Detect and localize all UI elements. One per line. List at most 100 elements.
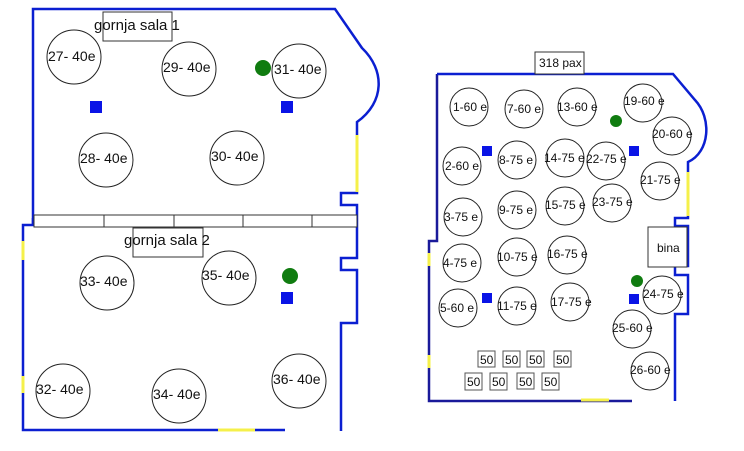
table-16[interactable]: 16-75 e — [547, 235, 588, 275]
svg-text:4-75 e: 4-75 e — [443, 256, 477, 270]
table-17[interactable]: 17-75 e — [550, 282, 592, 322]
svg-text:29- 40e: 29- 40e — [163, 59, 211, 75]
svg-text:50: 50 — [519, 375, 533, 389]
table-4[interactable]: 4-75 e — [442, 243, 482, 283]
svg-text:15-75 e: 15-75 e — [545, 198, 586, 212]
svg-text:13-60 e: 13-60 e — [557, 100, 598, 114]
svg-text:318 pax: 318 pax — [539, 56, 582, 70]
table-11[interactable]: 11-75 e — [497, 286, 537, 326]
wall-upper-1 — [31, 7, 380, 226]
stage: bina — [647, 226, 688, 268]
svg-text:50: 50 — [556, 353, 570, 367]
table-7[interactable]: 7-60 e — [504, 89, 544, 129]
table-35[interactable]: 35- 40e — [201, 250, 257, 306]
plant-icon — [282, 268, 298, 284]
small-table[interactable]: 50 — [526, 350, 545, 368]
plant-icon — [631, 275, 643, 287]
svg-text:50: 50 — [467, 375, 481, 389]
upper-halls: gornja sala 1 gornja sala 2 27- 40e 29- … — [21, 7, 380, 432]
table-8[interactable]: 8-75 e — [497, 140, 537, 180]
table-21[interactable]: 21-75 e — [640, 161, 681, 201]
small-table[interactable]: 50 — [541, 372, 560, 391]
svg-text:11-75 e: 11-75 e — [497, 299, 537, 313]
table-9[interactable]: 9-75 e — [497, 190, 537, 230]
wall-main-right — [437, 72, 708, 401]
table-26[interactable]: 26-60 e — [630, 351, 671, 391]
svg-text:gornja sala 2: gornja sala 2 — [124, 232, 210, 249]
svg-text:3-75 e: 3-75 e — [444, 210, 478, 224]
svg-text:50: 50 — [544, 375, 558, 389]
table-29[interactable]: 29- 40e — [161, 41, 217, 97]
small-table[interactable]: 50 — [489, 372, 508, 391]
table-24[interactable]: 24-75 e — [642, 275, 684, 315]
table-3[interactable]: 3-75 e — [443, 197, 483, 237]
svg-text:gornja sala 1: gornja sala 1 — [94, 17, 180, 34]
svg-text:50: 50 — [492, 375, 506, 389]
svg-text:14-75 e: 14-75 e — [544, 151, 585, 165]
svg-text:36- 40e: 36- 40e — [273, 371, 321, 387]
table-36[interactable]: 36- 40e — [271, 353, 327, 409]
speaker-icon — [281, 101, 293, 113]
svg-text:10-75 e: 10-75 e — [497, 250, 538, 264]
speaker-icon — [629, 146, 639, 156]
table-30[interactable]: 30- 40e — [209, 130, 265, 186]
svg-text:33- 40e: 33- 40e — [80, 273, 128, 289]
table-10[interactable]: 10-75 e — [497, 237, 538, 277]
small-table[interactable]: 50 — [553, 350, 572, 368]
table-15[interactable]: 15-75 e — [545, 186, 586, 226]
table-34[interactable]: 34- 40e — [151, 368, 207, 424]
hall-label-upper-1: gornja sala 1 — [94, 11, 180, 42]
table-14[interactable]: 14-75 e — [544, 138, 585, 178]
svg-text:50: 50 — [480, 353, 494, 367]
small-table[interactable]: 50 — [502, 350, 521, 368]
svg-text:28- 40e: 28- 40e — [80, 150, 128, 166]
wall-upper-2-right — [339, 226, 359, 431]
svg-text:26-60 e: 26-60 e — [630, 363, 671, 377]
table-1[interactable]: 1-60 e — [449, 87, 489, 127]
svg-text:32- 40e: 32- 40e — [36, 381, 84, 397]
table-31[interactable]: 31- 40e — [271, 43, 327, 99]
table-13[interactable]: 13-60 e — [557, 87, 598, 127]
plant-icon — [255, 60, 271, 76]
table-19[interactable]: 19-60 e — [623, 83, 665, 123]
svg-text:21-75 e: 21-75 e — [640, 173, 681, 187]
small-table[interactable]: 50 — [516, 372, 535, 390]
speaker-icon — [482, 293, 492, 303]
table-20[interactable]: 20-60 e — [652, 116, 693, 156]
svg-text:35- 40e: 35- 40e — [202, 267, 250, 283]
svg-text:19-60 e: 19-60 e — [624, 94, 665, 108]
table-25[interactable]: 25-60 e — [612, 309, 653, 349]
table-23[interactable]: 23-75 e — [592, 183, 633, 223]
svg-text:22-75 e: 22-75 e — [586, 152, 627, 166]
partition-wall — [33, 214, 358, 228]
table-32[interactable]: 32- 40e — [35, 363, 91, 419]
svg-text:23-75 e: 23-75 e — [592, 195, 633, 209]
svg-text:9-75 e: 9-75 e — [499, 203, 533, 217]
speaker-icon — [482, 146, 492, 156]
table-27[interactable]: 27- 40e — [46, 29, 102, 85]
svg-text:8-75 e: 8-75 e — [499, 153, 533, 167]
svg-text:5-60 e: 5-60 e — [440, 301, 474, 315]
small-table[interactable]: 50 — [477, 350, 496, 368]
main-hall: 318 pax bina 1-60 e 2-60 e 3-75 e 4-75 e… — [427, 51, 708, 403]
svg-text:50: 50 — [529, 353, 543, 367]
table-2[interactable]: 2-60 e — [442, 146, 482, 186]
svg-text:7-60 e: 7-60 e — [507, 102, 541, 116]
plant-icon — [610, 115, 622, 127]
table-28[interactable]: 28- 40e — [78, 132, 134, 188]
svg-text:bina: bina — [657, 241, 680, 255]
svg-text:16-75 e: 16-75 e — [547, 247, 588, 261]
capacity-label: 318 pax — [534, 51, 585, 75]
svg-text:17-75 e: 17-75 e — [551, 295, 592, 309]
table-5[interactable]: 5-60 e — [438, 288, 478, 328]
svg-text:2-60 e: 2-60 e — [445, 159, 479, 173]
svg-text:27- 40e: 27- 40e — [48, 48, 96, 64]
svg-text:31- 40e: 31- 40e — [274, 61, 322, 77]
small-table[interactable]: 50 — [464, 372, 483, 391]
svg-text:20-60 e: 20-60 e — [652, 127, 693, 141]
svg-text:34- 40e: 34- 40e — [153, 386, 201, 402]
table-33[interactable]: 33- 40e — [79, 255, 135, 311]
wall-upper-2 — [21, 218, 285, 432]
table-22[interactable]: 22-75 e — [586, 141, 627, 181]
speaker-icon — [629, 294, 639, 304]
